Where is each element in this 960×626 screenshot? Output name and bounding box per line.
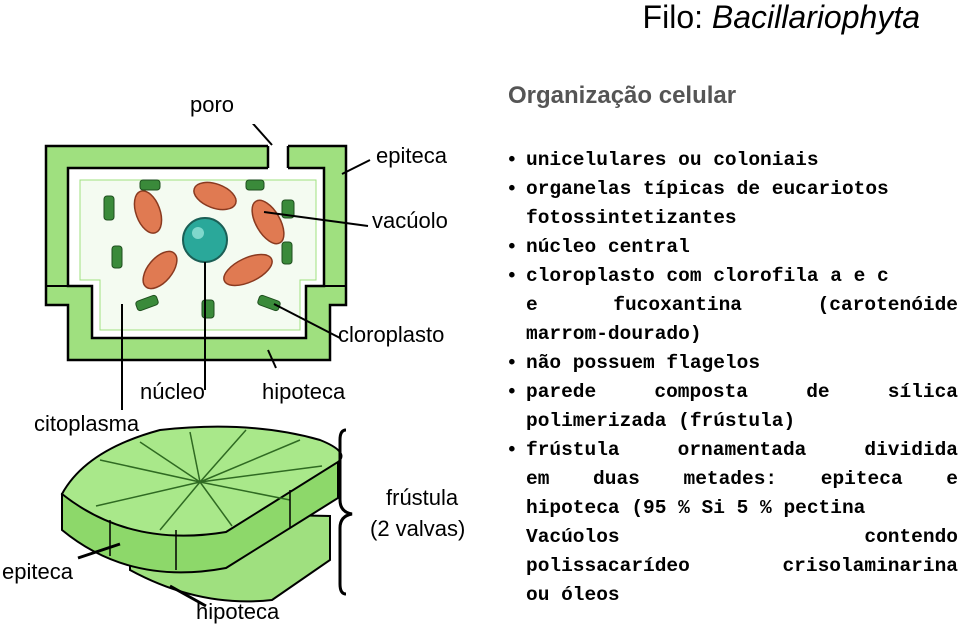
bullet-line: fotossintetizantes [506, 204, 958, 233]
bullet-text: polimerizada (frústula) [526, 410, 796, 432]
bullet-text: frústula ornamentada dividida [526, 439, 958, 461]
bullet-text: polissacarídeo crisolaminarina [526, 555, 958, 577]
vacuole-label: vacúolo [372, 208, 448, 233]
bullet-line: • unicelulares ou coloniais [506, 146, 958, 175]
chloroplast-label: cloroplasto [338, 322, 445, 347]
bullet-dot-icon: • [506, 236, 518, 258]
diatom-diagram [44, 117, 371, 608]
bullet-text: núcleo central [526, 236, 690, 258]
bullet-text: organelas típicas de eucariotos [526, 178, 889, 200]
bullet-text: ou óleos [526, 584, 620, 606]
bullet-dot-icon: • [506, 439, 518, 461]
pore-label: poro [190, 92, 235, 117]
bullet-dot-icon: • [506, 149, 518, 171]
nucleus [182, 217, 228, 263]
bullet-text: cloroplasto com clorofila a e c [526, 265, 889, 287]
bullet-line: polimerizada (frústula) [506, 407, 958, 436]
vacuole-patches [103, 179, 295, 319]
bullet-dot-icon: • [506, 265, 518, 287]
bullet-line: • frústula ornamentada dividida [506, 436, 958, 465]
frustule-drawing [60, 425, 343, 608]
cytoplasm-label: citoplasma [34, 411, 140, 436]
page-title: Filo: Bacillariophyta [642, 0, 920, 35]
bullet-text: e fucoxantina (carotenóide [526, 294, 958, 316]
bullet-line: em duas metades: epiteca e [506, 465, 958, 494]
bullet-dot-icon: • [506, 178, 518, 200]
bullet-line: hipoteca (95 % Si 5 % pectina [506, 494, 958, 523]
bullet-line: • cloroplasto com clorofila a e c [506, 262, 958, 291]
bullet-text: marrom-dourado) [526, 323, 702, 345]
bullet-line: ou óleos [506, 581, 958, 610]
bullet-text: em duas metades: epiteca e [526, 468, 958, 490]
chloroplasts [133, 181, 285, 290]
bullet-text: fotossintetizantes [526, 207, 737, 229]
bullet-line: • não possuem flagelos [506, 349, 958, 378]
bullet-text: não possuem flagelos [526, 352, 761, 374]
bullet-dot-icon: • [506, 381, 518, 403]
bullet-line: Vacúolos contendo [506, 523, 958, 552]
bullet-line: • parede composta de sílica [506, 378, 958, 407]
nucleus-label: núcleo [140, 379, 205, 404]
section-heading: Organização celular [508, 82, 737, 109]
hipoteca-label-bottom: hipoteca [196, 599, 280, 624]
bullet-list: • unicelulares ou coloniais • organelas típ… [506, 146, 958, 610]
bullet-text: hipoteca (95 % Si 5 % pectina [526, 497, 866, 519]
bullet-text: parede composta de sílica [526, 381, 958, 403]
bullet-line: • organelas típicas de eucariotos [506, 175, 958, 204]
bullet-text: Vacúolos contendo [526, 526, 958, 548]
bullet-text: unicelulares ou coloniais [526, 149, 819, 171]
epiteca-label-top: epiteca [376, 143, 447, 168]
pore-label-box [178, 88, 260, 124]
hipoteca-label-top: hipoteca [262, 379, 346, 404]
bullet-dot-icon: • [506, 352, 518, 374]
epiteca-label-bottom: epiteca [2, 559, 73, 584]
frustula-brace [338, 428, 353, 596]
bullet-line: marrom-dourado) [506, 320, 958, 349]
bullet-line: e fucoxantina (carotenóide [506, 291, 958, 320]
bullet-line: polissacarídeo crisolaminarina [506, 552, 958, 581]
bullet-line: • núcleo central [506, 233, 958, 262]
leader-lines [121, 117, 371, 410]
frustula-label: frústula [386, 485, 459, 510]
valvas-label: (2 valvas) [370, 516, 466, 541]
